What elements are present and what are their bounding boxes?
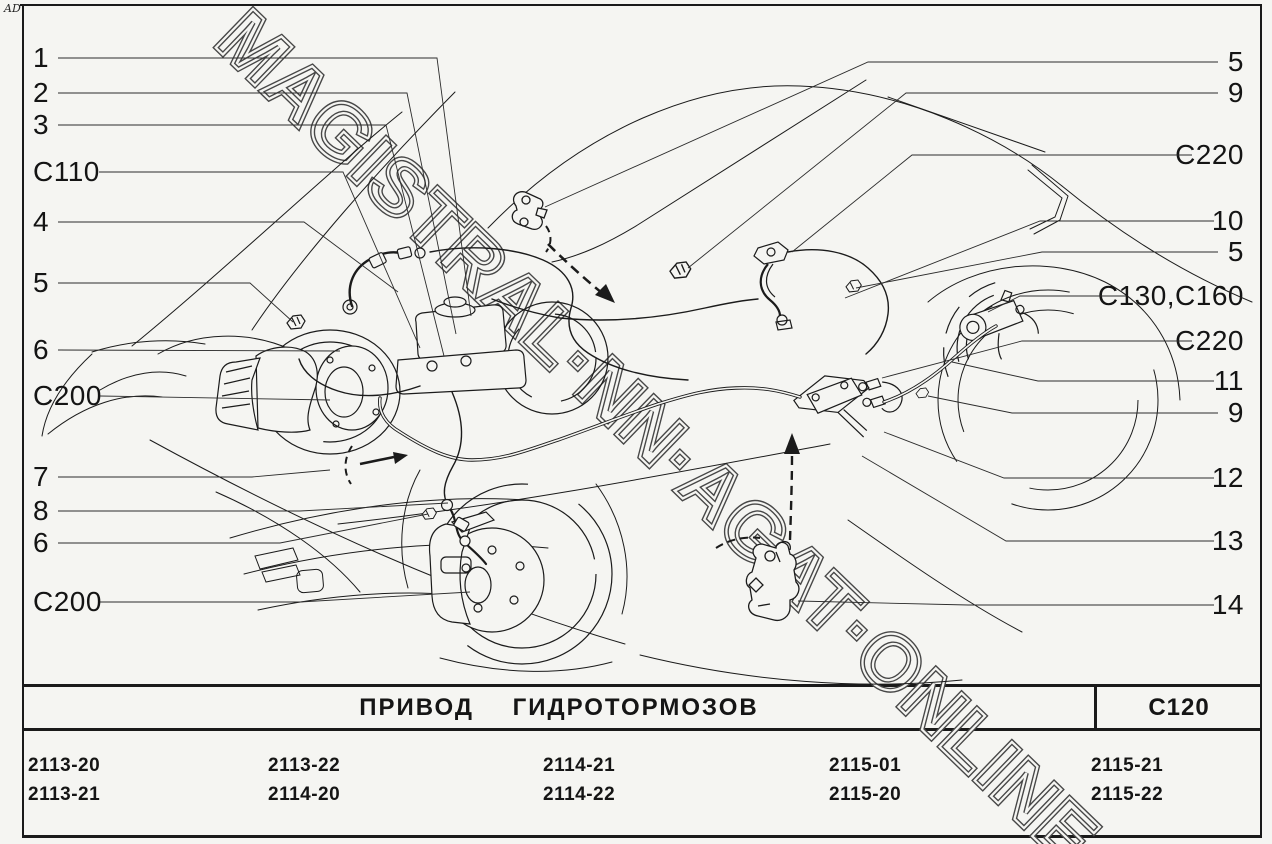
table-line-mid [22,728,1262,731]
callout-label: 9 [1227,397,1244,428]
callout-label: 4 [33,206,50,237]
callout-label: 6 [33,527,50,558]
callout-label: 13 [1211,525,1244,556]
section-code: C120 [1148,694,1210,721]
callout-label: 1 [33,42,50,73]
callout-label: 11 [1213,365,1244,396]
frame-right [1260,4,1262,838]
callout-label: C200 [33,586,102,617]
callout-label: 14 [1211,589,1244,620]
callout-label: 5 [1227,236,1244,267]
callout-label: 8 [33,495,50,526]
callout-label: 9 [1227,77,1244,108]
corner-mark: AD [4,2,21,15]
table-divider [1094,684,1097,731]
callout-label: C220 [1175,139,1244,170]
callout-label: 10 [1211,205,1244,236]
callout-label: 5 [1227,46,1244,77]
callout-label: 12 [1211,462,1244,493]
callout-label: 7 [33,461,50,492]
table-line-bottom [22,835,1262,838]
table-line-top [22,684,1262,687]
callout-label: 5 [33,267,50,298]
callout-label: C130,C160 [1097,280,1244,311]
frame-top [20,4,1262,6]
callout-label: C220 [1175,325,1244,356]
drawing-title: ПРИВОД ГИДРОТОРМОЗОВ [359,694,759,721]
callout-label: 2 [33,77,50,108]
callout-label: 3 [33,109,50,140]
frame-left [22,4,24,838]
